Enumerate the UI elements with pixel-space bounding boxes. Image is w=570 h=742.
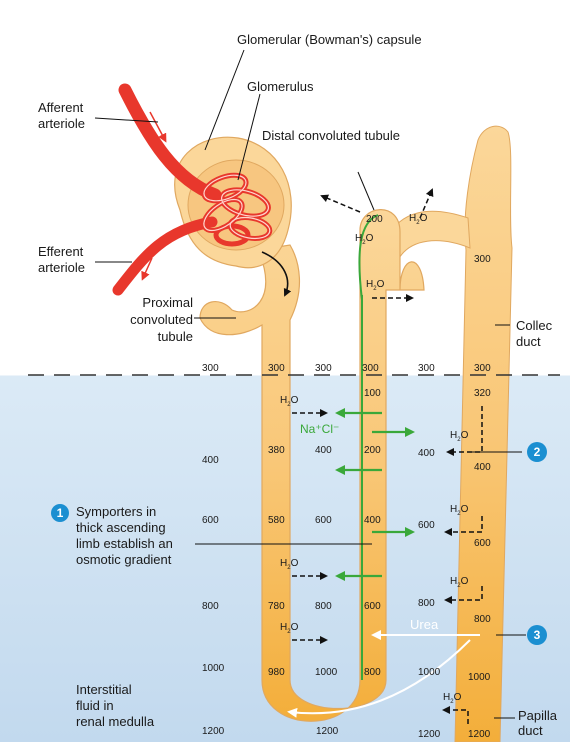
step-badge-number: 1 [57,506,64,520]
osmolarity-value: 1000 [202,663,225,674]
label-collecting-line1: Collec [516,318,553,333]
nephron-tubule [200,210,424,722]
step-badge-1: 1 [51,504,69,522]
step-badge-number: 3 [534,628,541,642]
label-papilla-line1: Papilla [518,708,558,723]
osmolarity-value: 1000 [418,667,441,678]
osmolarity-value: 400 [202,455,219,466]
label-afferent-line2: arteriole [38,116,85,131]
osmolarity-value: 200 [366,214,383,225]
label-symporters-line1: Symporters in [76,504,156,519]
osmolarity-value: 100 [364,388,381,399]
label-papilla-line2: duct [518,723,543,738]
label-proximal-line3: tubule [158,329,193,344]
glomerular-capsule [175,137,292,267]
osmolarity-value: 300 [474,363,491,374]
label-afferent-line1: Afferent [38,100,84,115]
label-glomerulus: Glomerulus [247,79,314,94]
osmolarity-value: 580 [268,515,285,526]
osmolarity-value: 800 [418,598,435,609]
osmolarity-value: 400 [364,515,381,526]
label-distal-tubule: Distal convoluted tubule [262,128,400,143]
osmolarity-value: 1200 [202,726,225,737]
osmolarity-value: 400 [315,445,332,456]
osmolarity-value: 300 [418,363,435,374]
label-urea: Urea [410,617,439,632]
osmolarity-value: 400 [474,462,491,473]
collecting-duct [386,126,512,742]
step-badge-2: 2 [527,442,547,462]
osmolarity-value: 800 [315,601,332,612]
osmolarity-value: 780 [268,601,285,612]
osmolarity-value: 1000 [315,667,338,678]
step-badge-3: 3 [527,625,547,645]
label-interstitial-line1: Interstitial [76,682,132,697]
label-efferent-line2: arteriole [38,260,85,275]
label-glomerular-capsule: Glomerular (Bowman's) capsule [237,32,422,47]
osmolarity-value: 1200 [468,729,491,740]
osmolarity-value: 600 [474,538,491,549]
osmolarity-value: 980 [268,667,285,678]
osmolarity-value: 1200 [418,729,441,740]
osmolarity-value: 600 [364,601,381,612]
label-proximal-line1: Proximal [142,295,193,310]
osmolarity-value: 300 [268,363,285,374]
label-symporters-line3: limb establish an [76,536,173,551]
osmolarity-value: 400 [418,448,435,459]
osmolarity-value: 300 [202,363,219,374]
osmolarity-value: 600 [202,515,219,526]
osmolarity-value: 300 [362,363,379,374]
step-badge-number: 2 [534,445,541,459]
osmolarity-value: 1000 [468,672,491,683]
label-symporters-line4: osmotic gradient [76,552,172,567]
osmolarity-value: 800 [474,614,491,625]
osmolarity-value: 600 [315,515,332,526]
osmolarity-value: 800 [364,667,381,678]
label-proximal-line2: convoluted [130,312,193,327]
label-symporters-line2: thick ascending [76,520,166,535]
osmolarity-value: 300 [474,254,491,265]
osmolarity-value: 600 [418,520,435,531]
osmolarity-value: 380 [268,445,285,456]
osmolarity-value: 1200 [316,726,339,737]
osmolarity-value: 800 [202,601,219,612]
osmolarity-value: 300 [315,363,332,374]
label-interstitial-line2: fluid in [76,698,114,713]
label-collecting-line2: duct [516,334,541,349]
osmolarity-value: 320 [474,388,491,399]
osmolarity-value: 200 [364,445,381,456]
label-interstitial-line3: renal medulla [76,714,155,729]
label-nacl: Na⁺Cl⁻ [300,422,339,436]
label-efferent-line1: Efferent [38,244,84,259]
